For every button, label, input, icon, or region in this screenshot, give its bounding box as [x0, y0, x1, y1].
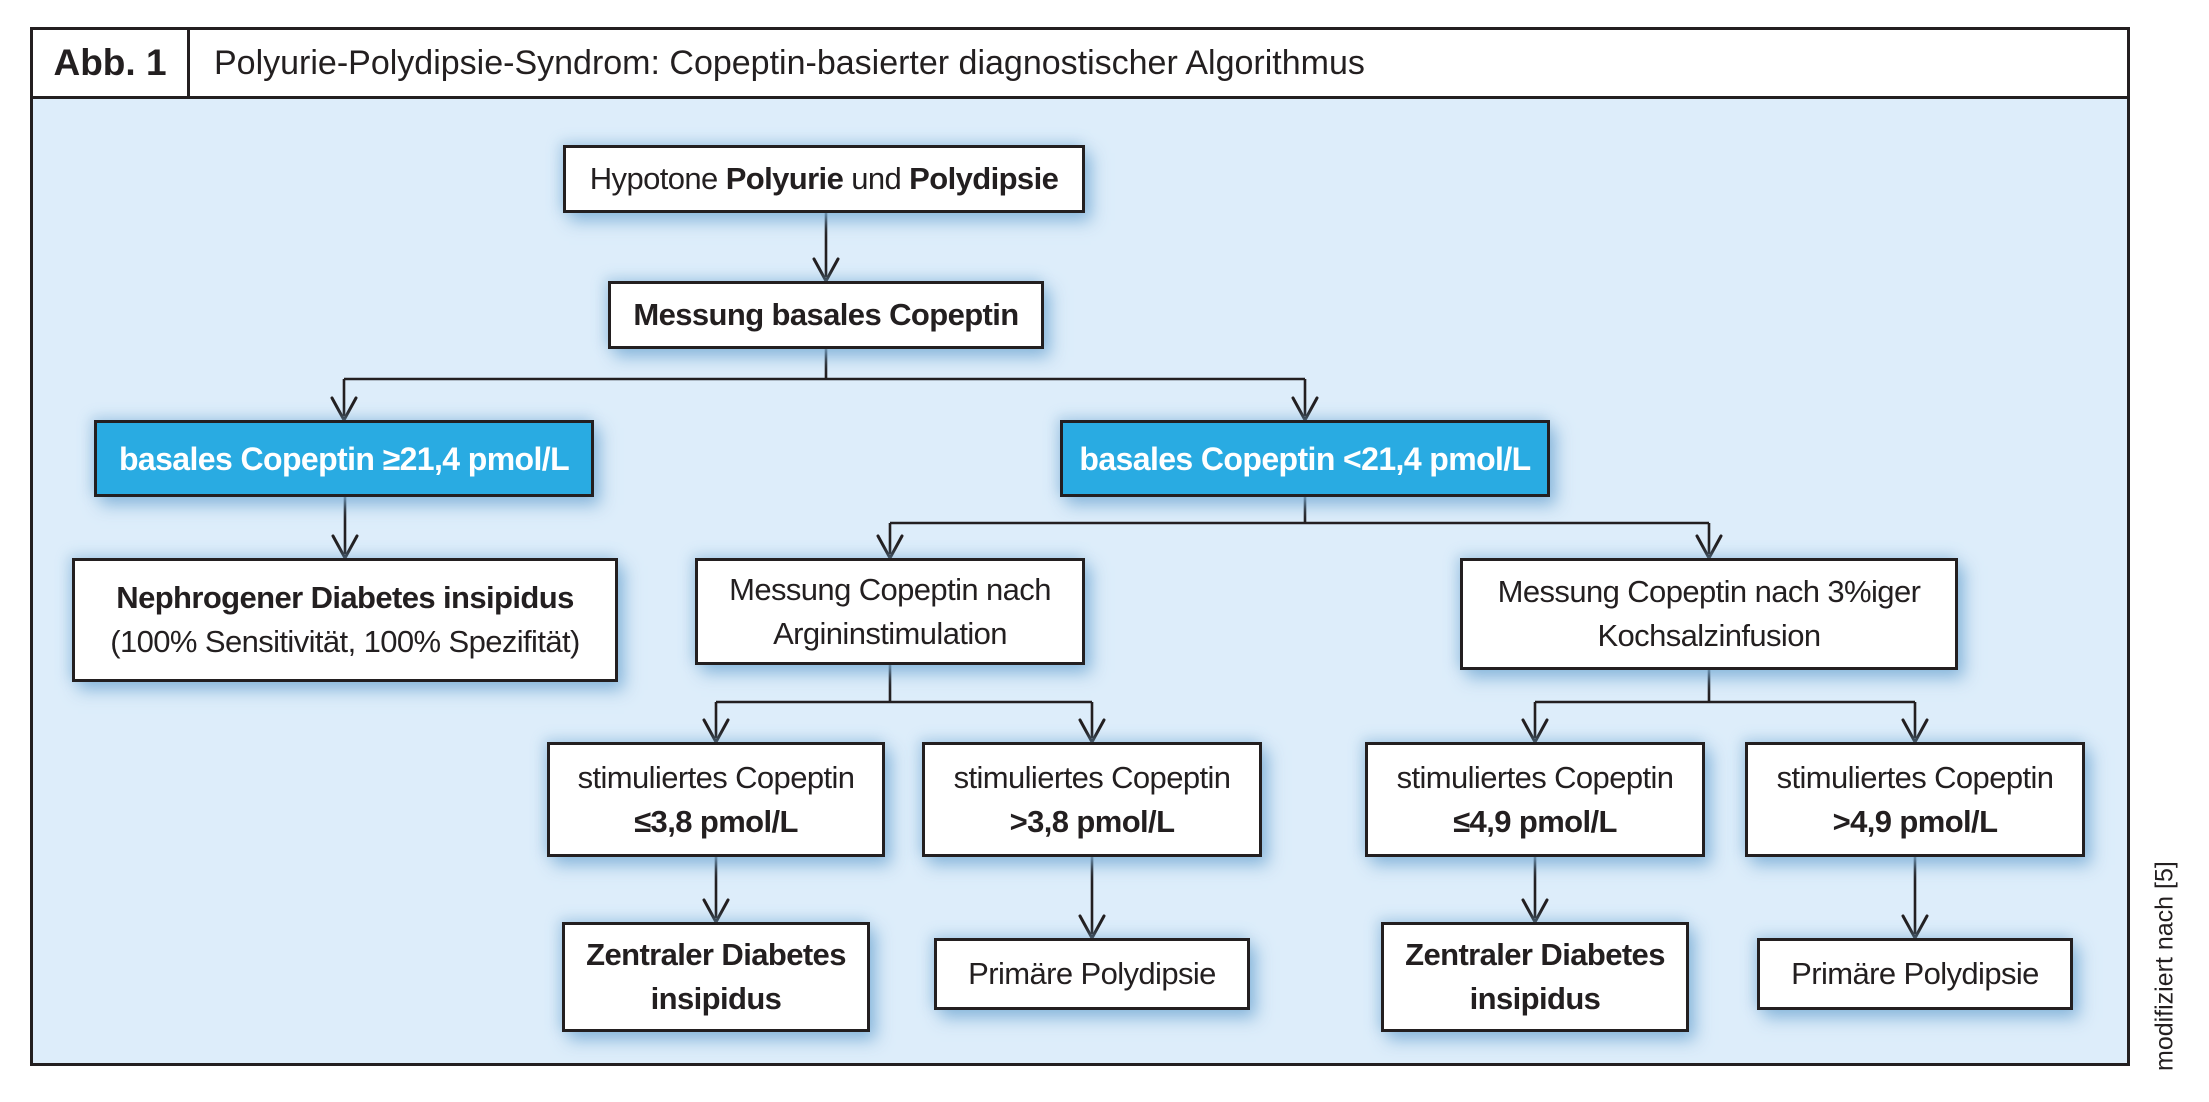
node-line: stimuliertes Copeptin	[1776, 759, 2054, 795]
node-line: insipidus	[650, 981, 782, 1016]
node-line: basales Copeptin ≥21,4 pmol/L	[118, 440, 570, 477]
node-stim-le38: stimuliertes Copeptin ≤3,8 pmol/L	[547, 742, 885, 857]
node-line: ≤3,8 pmol/L	[634, 803, 798, 839]
node-line: stimuliertes Copeptin	[953, 759, 1231, 795]
node-zdi-left: Zentraler Diabetes insipidus	[562, 922, 870, 1032]
node-start: Hypotone Polyurie und Polydipsie	[563, 145, 1085, 213]
node-line: Messung Copeptin nach 3%iger	[1497, 574, 1921, 609]
node-stim-le49: stimuliertes Copeptin ≤4,9 pmol/L	[1365, 742, 1705, 857]
node-line: ≤4,9 pmol/L	[1453, 803, 1617, 839]
node-high: basales Copeptin ≥21,4 pmol/L	[94, 420, 594, 497]
node-nephro: Nephrogener Diabetes insipidus (100% Sens…	[72, 558, 618, 682]
node-pp-left: Primäre Polydipsie	[934, 938, 1250, 1010]
node-line: stimuliertes Copeptin	[577, 759, 855, 795]
node-line: (100% Sensitivität, 100% Spezifität)	[110, 624, 580, 659]
node-line: Nephrogener Diabetes insipidus	[116, 580, 574, 615]
node-stim-gt49: stimuliertes Copeptin >4,9 pmol/L	[1745, 742, 2085, 857]
node-zdi-right: Zentraler Diabetes insipidus	[1381, 922, 1689, 1032]
node-stim-gt38: stimuliertes Copeptin >3,8 pmol/L	[922, 742, 1262, 857]
node-line: >4,9 pmol/L	[1832, 803, 1998, 839]
node-line: stimuliertes Copeptin	[1396, 759, 1674, 795]
node-pp-right: Primäre Polydipsie	[1757, 938, 2073, 1010]
node-line: >3,8 pmol/L	[1009, 803, 1175, 839]
node-basal: Messung basales Copeptin	[608, 281, 1044, 349]
node-line: Kochsalzinfusion	[1597, 618, 1821, 653]
figure-label: Abb. 1	[33, 30, 190, 96]
node-line: Zentraler Diabetes	[1405, 937, 1665, 972]
node-low: basales Copeptin <21,4 pmol/L	[1060, 420, 1550, 497]
node-line: Messung basales Copeptin	[633, 297, 1019, 332]
node-line: insipidus	[1469, 981, 1601, 1016]
figure-title: Polyurie-Polydipsie-Syndrom: Copeptin-ba…	[214, 43, 1365, 82]
node-line: Messung Copeptin nach	[729, 571, 1051, 607]
node-line: Primäre Polydipsie	[1791, 956, 2039, 991]
node-line: Zentraler Diabetes	[586, 937, 846, 972]
node-line: basales Copeptin <21,4 pmol/L	[1079, 440, 1531, 477]
node-line: Primäre Polydipsie	[968, 956, 1216, 991]
figure-header: Abb. 1 Polyurie-Polydipsie-Syndrom: Cope…	[30, 27, 2130, 99]
node-line: Hypotone Polyurie und Polydipsie	[589, 161, 1059, 196]
source-note: modifiziert nach [5]	[2150, 861, 2179, 1071]
node-line: Argininstimulation	[773, 615, 1007, 651]
